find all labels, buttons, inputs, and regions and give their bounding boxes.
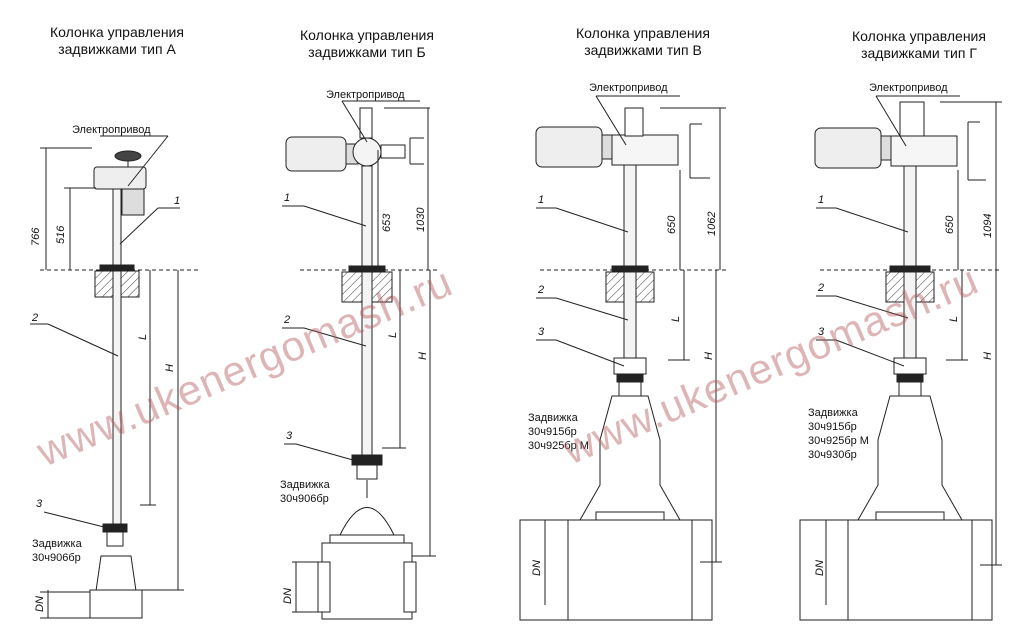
column-b-callout-3: 3 bbox=[286, 430, 293, 442]
column-g-dim-height: H bbox=[982, 352, 994, 360]
column-g-valve bbox=[857, 395, 963, 521]
column-a-callout-1: 1 bbox=[174, 195, 181, 207]
column-a-valve-label: Задвижка 30ч906бр bbox=[32, 537, 82, 565]
column-b-title: Колонка управления задвижками тип Б bbox=[272, 27, 462, 61]
column-a-actuator-label: Электропривод bbox=[72, 124, 151, 136]
column-g-floor-flange bbox=[889, 265, 931, 273]
column-v-valve-title: Задвижка bbox=[528, 412, 578, 424]
column-g-dim-nominal: DN bbox=[814, 560, 826, 576]
column-v-callout-1: 1 bbox=[538, 194, 545, 206]
column-a-drawing bbox=[30, 135, 200, 619]
column-a-title-line2: задвижками тип А bbox=[58, 41, 176, 57]
column-a-dim-rod: L bbox=[137, 333, 149, 340]
column-g-dim-total: 1094 bbox=[982, 213, 994, 238]
column-b-floor-flange bbox=[348, 265, 386, 273]
column-v-dim-height: H bbox=[703, 352, 715, 360]
column-g-title-line2: задвижками тип Г bbox=[861, 45, 977, 61]
column-b-rod-upper bbox=[361, 165, 373, 267]
column-v-actuator-label: Электропривод bbox=[589, 82, 668, 94]
column-v-title-line2: задвижками тип В bbox=[584, 42, 702, 58]
column-v-callout-2: 2 bbox=[538, 284, 545, 296]
column-g-drawing bbox=[799, 95, 1002, 621]
column-v-dim-actuator: 650 bbox=[666, 215, 678, 234]
column-g-actuator-label: Электропривод bbox=[869, 82, 948, 94]
column-a-actuator-motor bbox=[121, 188, 145, 216]
column-b-valve-model-1: 30ч906бр bbox=[280, 493, 329, 505]
column-g-valve-model-2: 30ч925бр М bbox=[808, 435, 869, 447]
column-g-valve-model-1: 30ч915бр bbox=[808, 421, 857, 433]
column-g-valve-model-3: 30ч930бр bbox=[808, 449, 857, 461]
column-v-gear-housing bbox=[611, 134, 679, 166]
column-v-rod-upper bbox=[623, 164, 637, 267]
column-b-actuator-label: Электропривод bbox=[326, 89, 405, 101]
column-g-title: Колонка управления задвижками тип Г bbox=[824, 28, 1014, 62]
column-g-motor bbox=[814, 127, 882, 169]
column-v-rod-lower bbox=[623, 271, 637, 359]
column-v-title-line1: Колонка управления bbox=[576, 25, 710, 41]
column-b-valve bbox=[339, 507, 395, 536]
column-v-coupling bbox=[613, 357, 647, 375]
column-b-dim-height: H bbox=[417, 352, 429, 360]
column-g-valve-title: Задвижка bbox=[808, 407, 858, 419]
column-b-coupling bbox=[351, 454, 383, 466]
column-b-dim-nominal: DN bbox=[282, 588, 294, 604]
column-b-valve-title: Задвижка bbox=[280, 479, 330, 491]
column-v-callout-3: 3 bbox=[538, 326, 545, 338]
column-v-dim-rod: L bbox=[670, 315, 682, 322]
column-b-title-line2: задвижками тип Б bbox=[308, 44, 426, 60]
column-b-callout-2: 2 bbox=[284, 314, 291, 326]
column-g-valve-label: Задвижка 30ч915бр 30ч925бр М 30ч930бр bbox=[808, 406, 869, 462]
column-v-dim-nominal: DN bbox=[531, 560, 543, 576]
column-a-callout-3: 3 bbox=[36, 498, 43, 510]
column-g-dim-actuator: 650 bbox=[944, 215, 956, 234]
column-a-dim-actuator: 516 bbox=[55, 225, 67, 244]
column-v-title: Колонка управления задвижками тип В bbox=[548, 25, 738, 59]
column-v-drawing bbox=[519, 95, 726, 621]
column-b-gear-housing bbox=[352, 137, 382, 167]
column-v-dim-total: 1062 bbox=[706, 211, 718, 236]
column-a-dim-total: 766 bbox=[30, 227, 42, 246]
column-b-dim-actuator: 653 bbox=[381, 213, 393, 232]
column-a-actuator-body bbox=[93, 166, 147, 190]
column-g-callout-3: 3 bbox=[818, 326, 825, 338]
column-v-motor bbox=[535, 126, 603, 168]
column-a-rod-upper bbox=[112, 188, 122, 266]
column-a-valve-title: Задвижка bbox=[32, 538, 82, 550]
column-v-valve-label: Задвижка 30ч915бр 30ч925бр М bbox=[528, 411, 589, 453]
column-a-title: Колонка управления задвижками тип А bbox=[22, 24, 212, 58]
column-b-title-line1: Колонка управления bbox=[300, 27, 434, 43]
column-a-callout-2: 2 bbox=[32, 312, 39, 324]
column-a-title-line1: Колонка управления bbox=[50, 24, 184, 40]
column-b-valve-label: Задвижка 30ч906бр bbox=[280, 478, 330, 506]
column-g-title-line1: Колонка управления bbox=[852, 28, 986, 44]
column-g-rod-upper bbox=[903, 165, 917, 267]
column-g-callout-2: 2 bbox=[818, 282, 825, 294]
column-a-valve-model-1: 30ч906бр bbox=[32, 552, 81, 564]
column-v-floor-flange bbox=[611, 265, 649, 273]
column-b-drawing bbox=[282, 100, 440, 620]
column-a-handwheel bbox=[114, 150, 142, 162]
column-v-valve-model-2: 30ч925бр М bbox=[528, 440, 589, 452]
column-g-callout-1: 1 bbox=[818, 194, 825, 206]
column-v-valve-model-1: 30ч915бр bbox=[528, 426, 577, 438]
column-a-dim-nominal: DN bbox=[34, 596, 46, 612]
column-g-coupling bbox=[893, 357, 927, 375]
column-b-dim-rod: L bbox=[387, 331, 399, 338]
column-b-dim-total: 1030 bbox=[415, 207, 427, 232]
column-b-callout-1: 1 bbox=[284, 192, 291, 204]
column-b-motor bbox=[285, 136, 347, 172]
column-g-dim-rod: L bbox=[948, 315, 960, 322]
column-g-gear-housing bbox=[890, 135, 958, 167]
